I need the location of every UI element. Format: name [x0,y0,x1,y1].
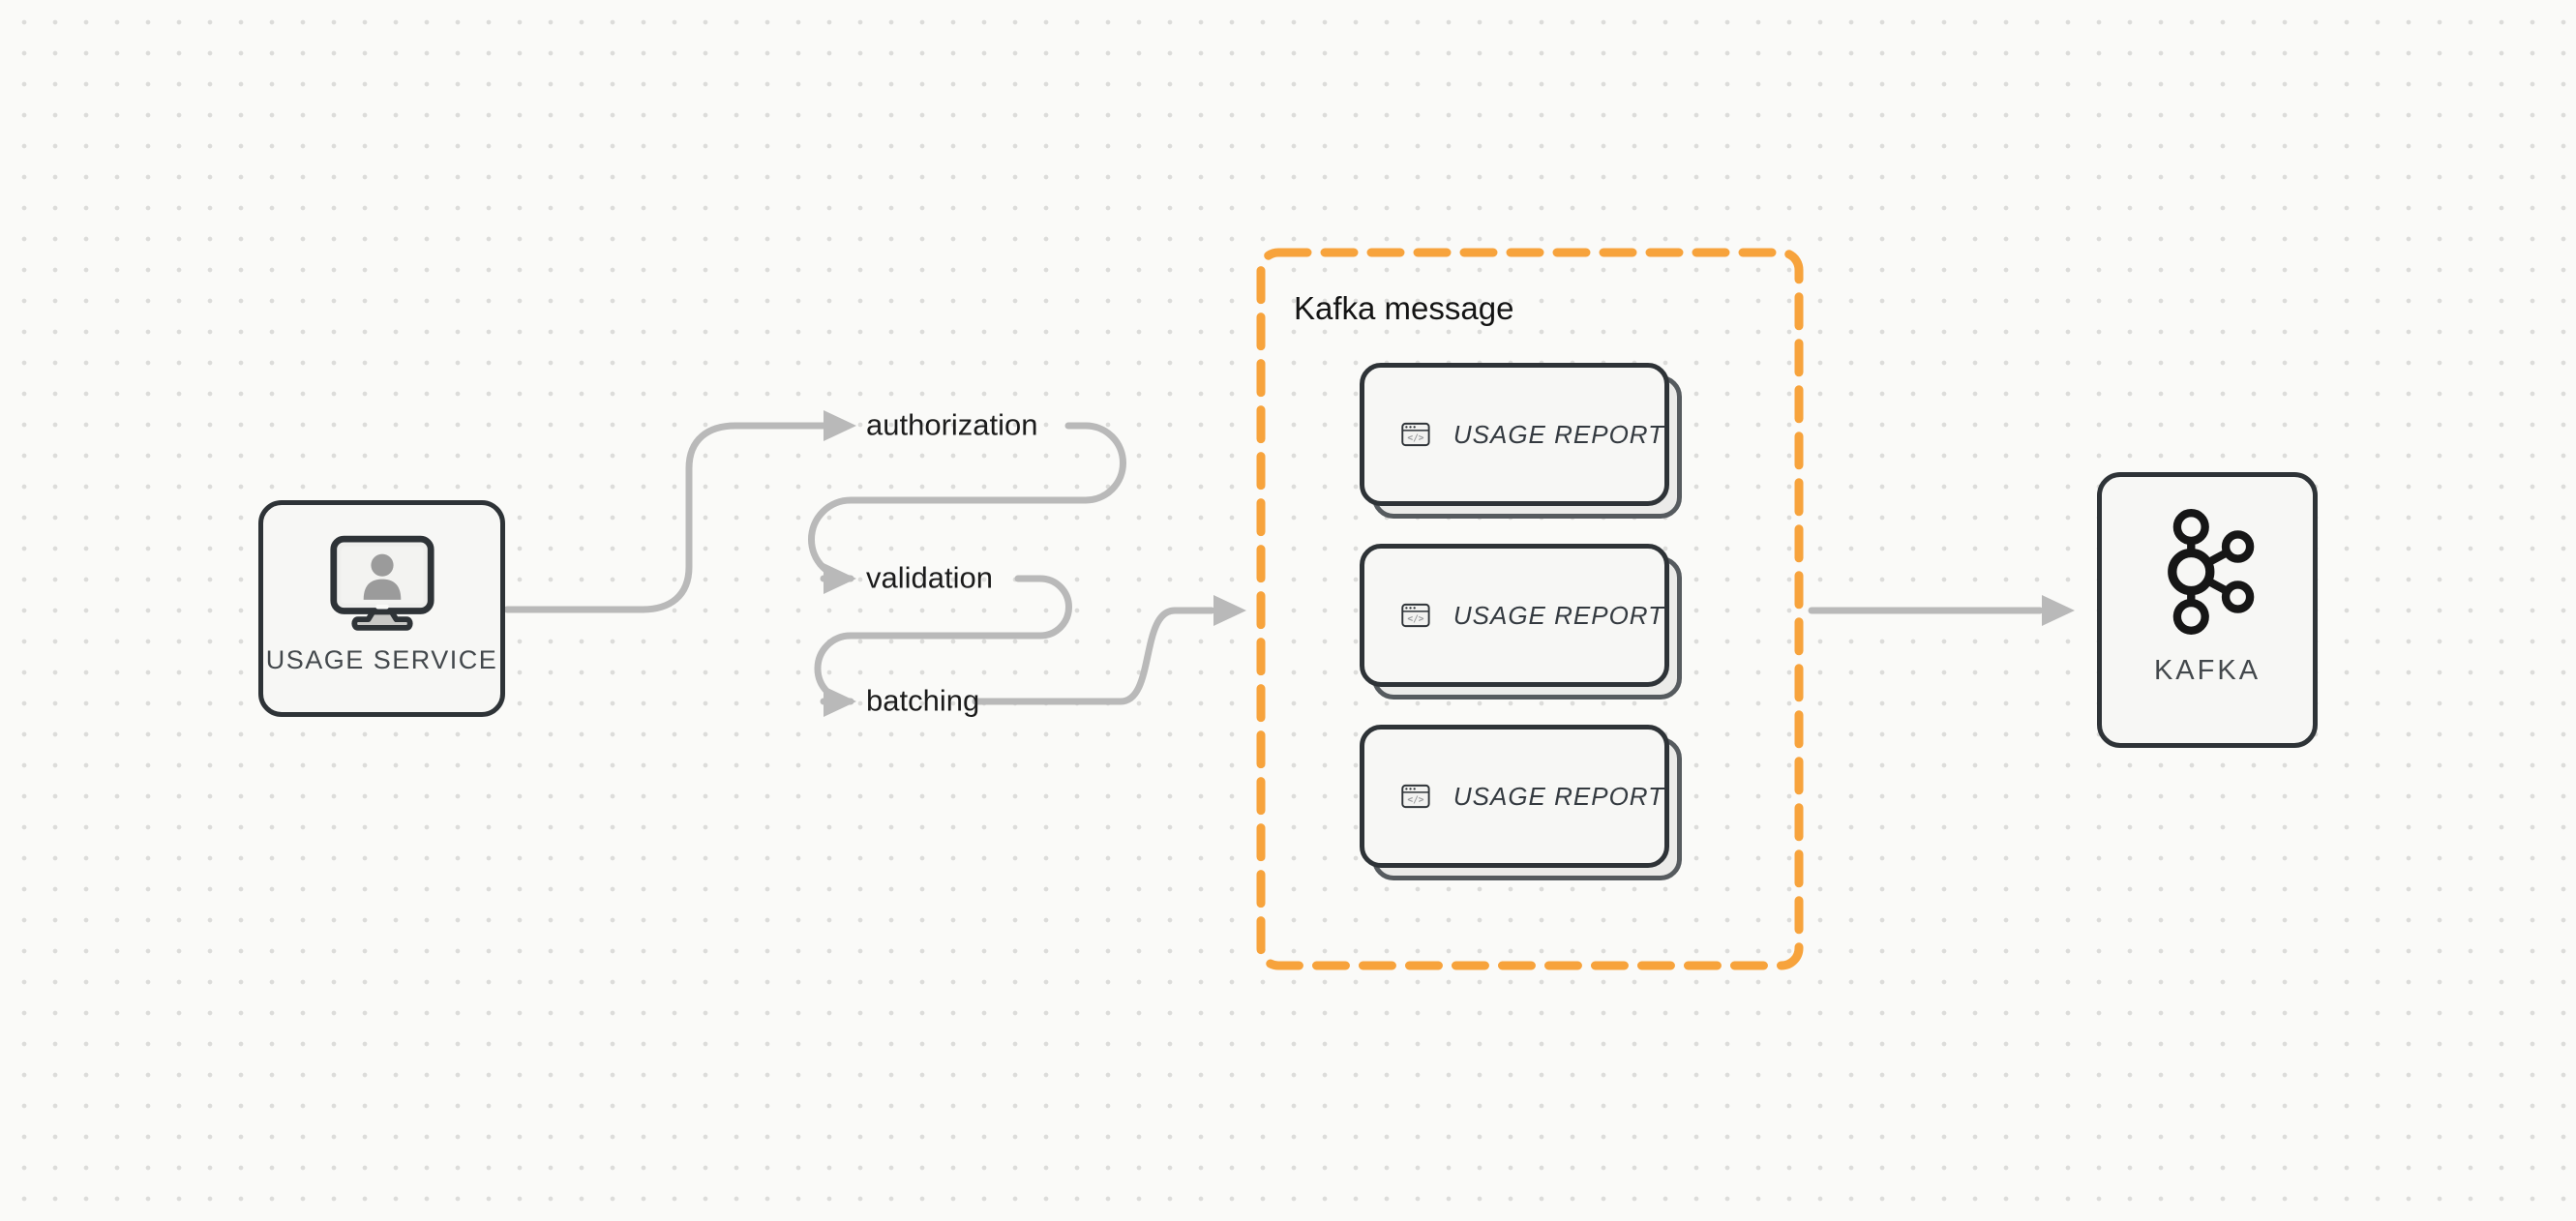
node-usage-service: USAGE SERVICE [258,500,505,717]
usage-report-card: </> USAGE REPORT [1360,725,1682,880]
connector-usage-to-authorization [503,422,827,613]
connector-batching-to-kafka-message [972,607,1215,705]
usage-report-label: USAGE REPORT [1453,781,1664,811]
arrowhead-icon [824,686,856,717]
kafka-logo-icon [2168,509,2255,635]
kafka-message-dashed-border [1256,248,1804,970]
usage-report-card: </> USAGE REPORT [1360,363,1682,519]
node-kafka: KAFKA [2097,472,2318,748]
kafka-label: KAFKA [2153,655,2261,686]
arrowhead-icon [824,410,856,441]
kafka-message-group-title: Kafka message [1294,290,1514,327]
usage-report-card: </> USAGE REPORT [1360,544,1682,700]
card-face: </> USAGE REPORT [1360,544,1669,687]
code-glyph: </> [1407,794,1423,805]
arrowhead-icon [824,563,856,594]
arrowhead-icon [2042,595,2075,626]
usage-report-label: USAGE REPORT [1453,419,1664,449]
code-window-icon: </> [1401,784,1430,809]
step-label-authorization: authorization [866,407,1038,442]
card-face: </> USAGE REPORT [1360,725,1669,868]
arrowhead-icon [1213,595,1246,626]
code-glyph: </> [1407,613,1423,624]
code-glyph: </> [1407,432,1423,443]
connector-authorization-to-validation [808,422,1126,582]
monitor-user-icon [329,535,434,631]
step-label-batching: batching [866,683,980,718]
usage-report-label: USAGE REPORT [1453,600,1664,630]
step-label-validation: validation [866,560,993,595]
card-face: </> USAGE REPORT [1360,363,1669,506]
code-window-icon: </> [1401,603,1430,628]
code-window-icon: </> [1401,422,1430,447]
usage-service-label: USAGE SERVICE [265,645,498,674]
